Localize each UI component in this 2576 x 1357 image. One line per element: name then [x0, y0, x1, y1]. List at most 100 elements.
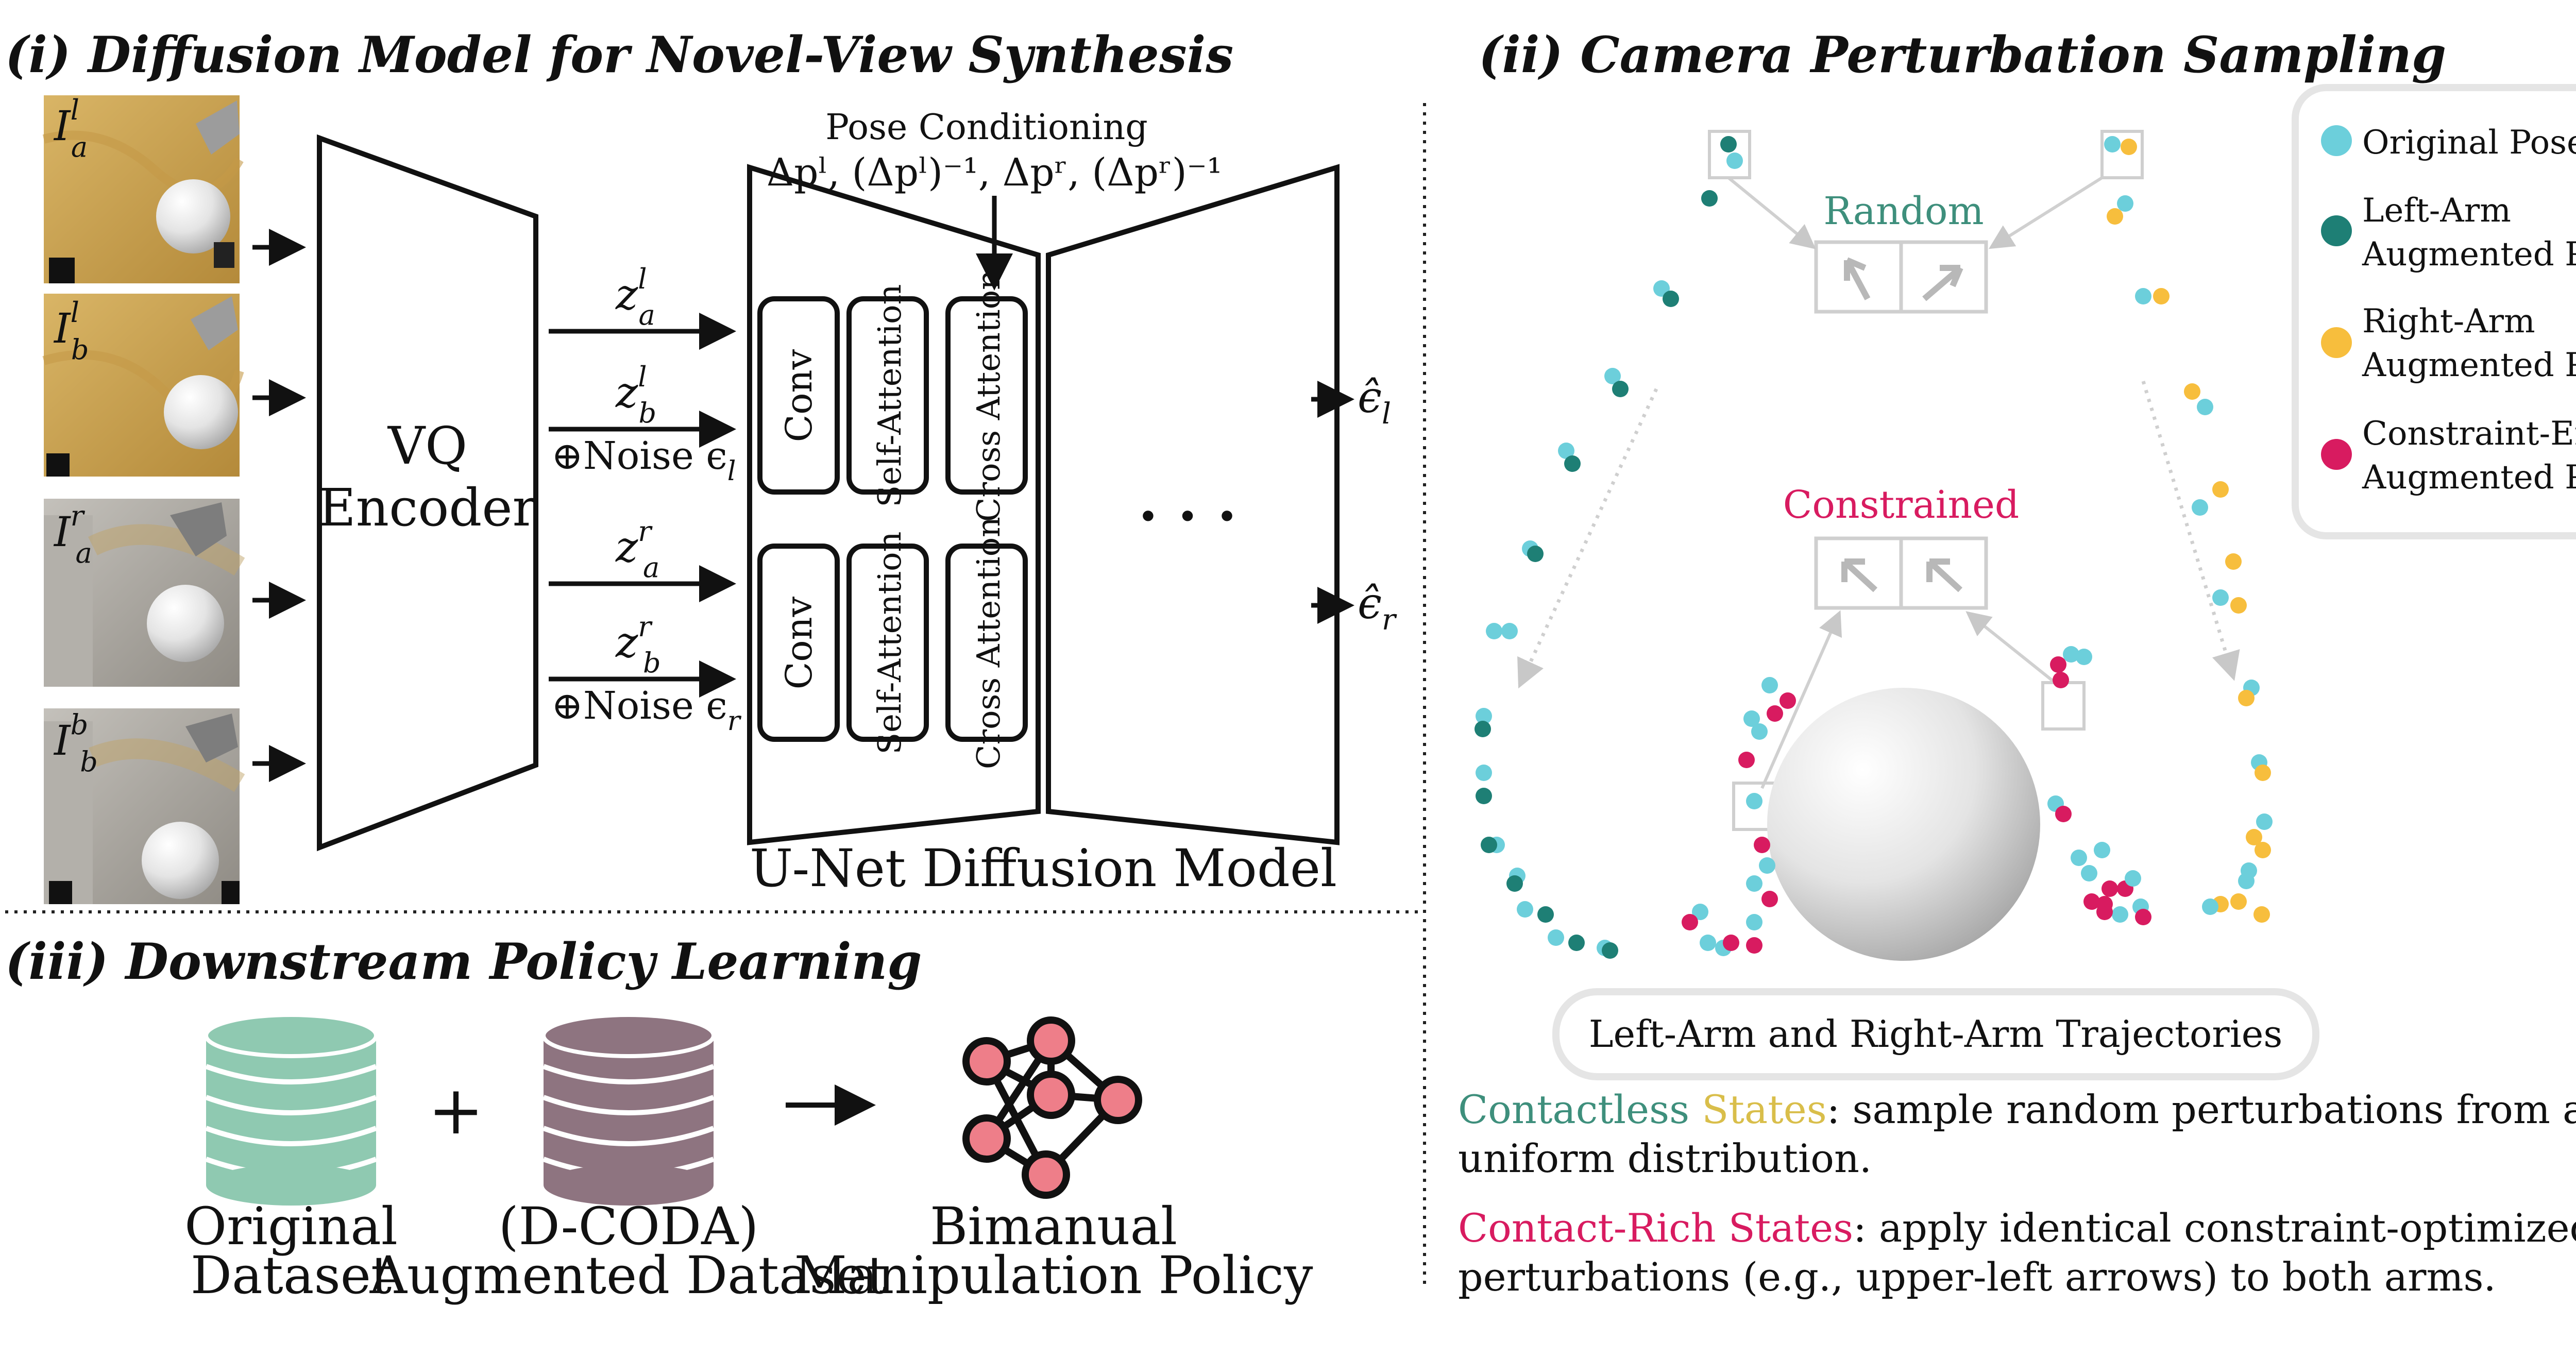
pose-point-original	[2071, 850, 2087, 866]
legend-swatch-left-arm	[2321, 215, 2352, 246]
pose-point-original	[1558, 443, 1574, 459]
pose-point-original	[2212, 589, 2229, 606]
policy-label-line1: Bimanual	[930, 1196, 1177, 1257]
pose-point-original	[1726, 152, 1743, 169]
pose-point-constraint	[2096, 904, 2113, 920]
pose-scatter	[1475, 136, 2273, 959]
pose-point-original	[1604, 368, 1621, 384]
self-attention-label-1: Self-Attention	[871, 284, 908, 507]
pose-point-original	[2202, 898, 2218, 915]
cross-attention-label-1: Cross Attention	[970, 269, 1007, 522]
input-image-4	[44, 708, 245, 904]
pose-point-left-arm	[1506, 875, 1523, 892]
pose-point-original	[1476, 765, 1492, 781]
legend-box	[2292, 84, 2576, 539]
pose-point-original	[1746, 875, 1762, 892]
pose-point-constraint	[2050, 656, 2066, 673]
pose-point-right-arm	[2121, 139, 2137, 155]
pose-point-right-arm	[2253, 906, 2270, 923]
conv-label-1: Conv	[778, 349, 820, 442]
cross-attention-block-1	[945, 296, 1028, 495]
pose-point-constraint	[1767, 705, 1783, 722]
original-dataset-icon	[204, 1013, 378, 1206]
pose-point-constraint	[1682, 914, 1698, 930]
legend-original: Original Pose	[2362, 124, 2576, 162]
pose-point-constraint	[1746, 937, 1762, 954]
pose-point-right-arm	[2184, 383, 2200, 400]
pose-point-original	[2112, 906, 2128, 923]
conv-block-2	[757, 544, 840, 742]
pose-point-original	[2104, 136, 2121, 152]
pose-conditioning-formula: Δpˡ, (Δpˡ)⁻¹, Δpʳ, (Δpʳ)⁻¹	[767, 150, 1223, 195]
constrained-label: Constrained	[1783, 483, 2020, 527]
contactless-description-line1: Contactless States: sample random pertur…	[1458, 1087, 2576, 1132]
legend-right-arm-line2: Augmented Pose	[2362, 346, 2576, 384]
input-image-3	[44, 499, 245, 687]
pose-point-original	[1746, 914, 1762, 930]
pose-point-original	[1486, 623, 1502, 639]
pose-point-left-arm	[1527, 546, 1544, 562]
pose-point-right-arm	[2212, 481, 2229, 498]
pose-point-left-arm	[1720, 136, 1737, 152]
legend-swatch-right-arm	[2321, 327, 2352, 358]
section-i-title: (i) Diffusion Model for Novel-View Synth…	[5, 26, 1233, 84]
pose-point-original	[1751, 723, 1768, 740]
augmented-dataset-label-line2: Augmented Dataset	[369, 1245, 888, 1305]
pose-point-left-arm	[1701, 190, 1718, 207]
conv-block-1	[757, 296, 840, 495]
cross-attention-label-2: Cross Attention	[970, 517, 1007, 769]
pose-point-original	[2238, 873, 2255, 889]
output-left-label: ϵ̂l	[1358, 372, 1391, 431]
pose-point-right-arm	[2230, 893, 2247, 910]
original-dataset-label-line1: Original	[184, 1196, 398, 1257]
legend-constraint-line2: Augmented Pose	[2362, 459, 2576, 497]
pose-point-original	[2076, 649, 2092, 665]
constrained-arrow-1-icon	[1841, 558, 1878, 592]
pose-point-original	[2256, 813, 2273, 830]
noise-label-right: ⊕Noise ϵr	[551, 684, 742, 737]
pose-point-constraint	[2055, 806, 2072, 822]
original-dataset-label-line2: Dataset	[191, 1245, 392, 1305]
random-label: Random	[1823, 189, 1984, 233]
augmented-dataset-label-line1: (D-CODA)	[499, 1196, 759, 1257]
pose-point-original	[2197, 399, 2213, 415]
pose-point-constraint	[1738, 752, 1755, 768]
output-right-label: ϵ̂r	[1358, 578, 1397, 637]
pose-point-right-arm	[2255, 842, 2271, 858]
pose-point-constraint	[1761, 891, 1778, 907]
contactless-description-line2: uniform distribution.	[1458, 1135, 1872, 1181]
self-attention-label-2: Self-Attention	[871, 532, 908, 755]
conv-label-2: Conv	[778, 596, 820, 689]
legend-right-arm-line1: Right-Arm	[2362, 302, 2535, 341]
pose-point-original	[2117, 195, 2133, 212]
pose-point-left-arm	[1481, 837, 1497, 853]
legend-swatch-constraint	[2321, 439, 2352, 470]
random-arrow-up-left-icon	[1844, 257, 1871, 300]
pose-point-constraint	[1754, 837, 1770, 853]
pose-point-left-arm	[1568, 935, 1585, 951]
pose-point-original	[1743, 710, 1760, 727]
pose-point-original	[1501, 623, 1518, 639]
noise-label-left: ⊕Noise ϵl	[551, 434, 736, 487]
sphere-object	[1767, 688, 2040, 961]
legend-constraint-line1: Constraint-Enforced	[2362, 415, 2576, 453]
section-ii-title: (ii) Camera Perturbation Sampling	[1479, 26, 2446, 84]
pose-point-right-arm	[2238, 690, 2255, 706]
pose-point-left-arm	[1564, 455, 1581, 472]
vq-encoder	[317, 134, 538, 852]
pose-point-original	[1759, 857, 1775, 874]
neural-network-icon	[962, 1016, 1142, 1199]
pose-point-left-arm	[1476, 788, 1492, 804]
pose-point-constraint	[1780, 692, 1796, 709]
pose-point-original	[1746, 793, 1762, 809]
pose-point-constraint	[2135, 909, 2151, 925]
pose-point-original	[2081, 865, 2097, 881]
input-image-1	[42, 95, 244, 283]
pose-point-right-arm	[2225, 553, 2242, 570]
unet-decoder-half	[1046, 164, 1340, 845]
pose-point-constraint	[2102, 880, 2118, 897]
